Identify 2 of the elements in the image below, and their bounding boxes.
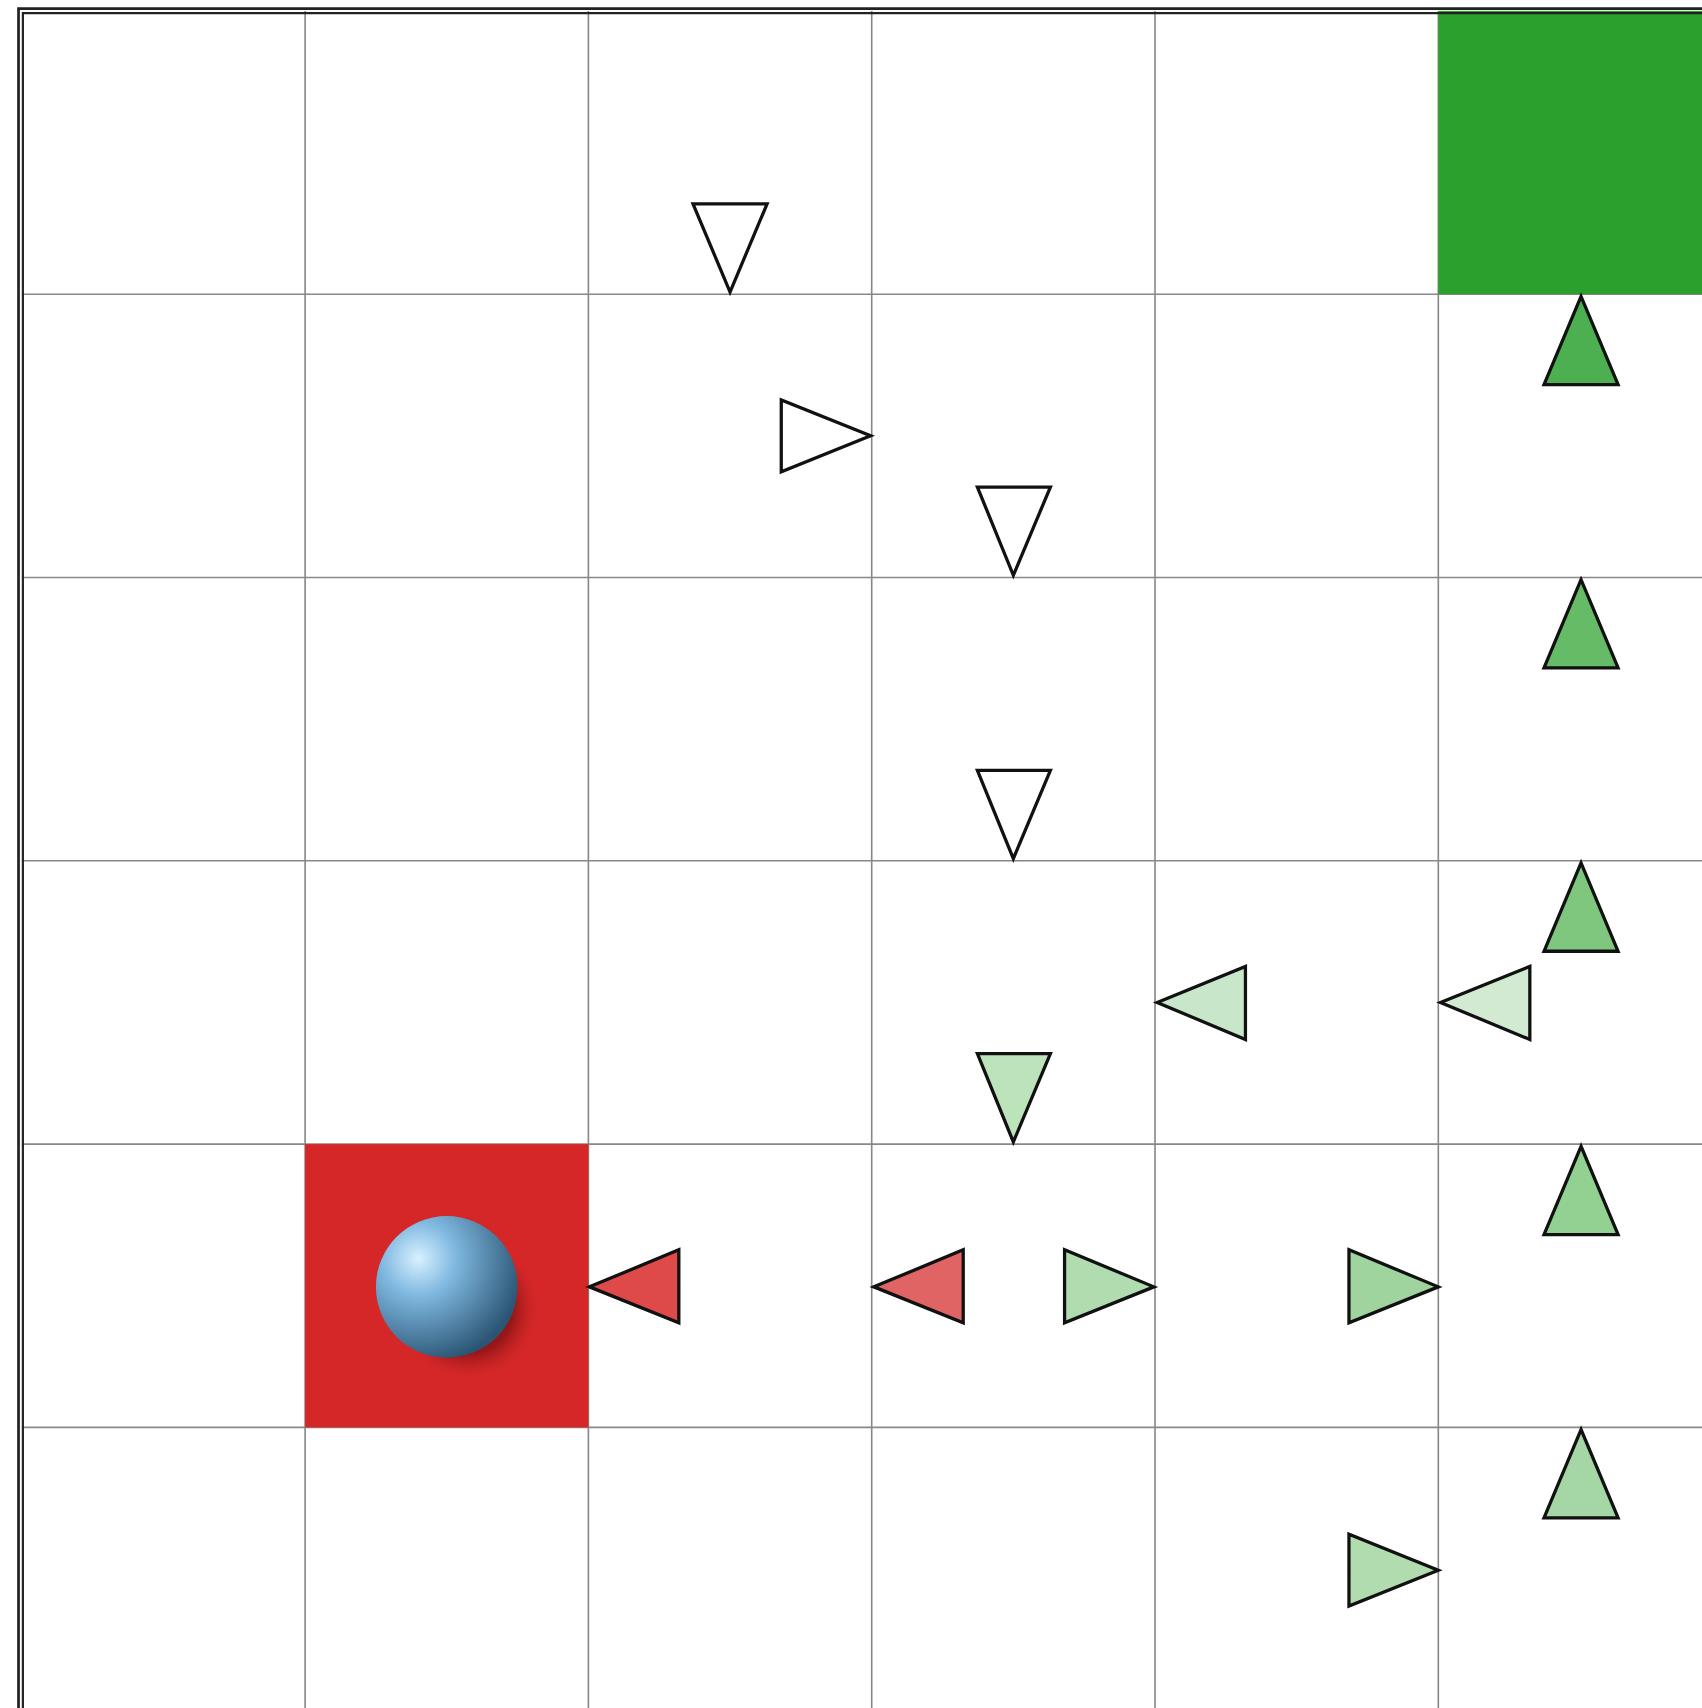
- start-cell: [305, 1144, 589, 1428]
- goal-cell: [1438, 10, 1702, 295]
